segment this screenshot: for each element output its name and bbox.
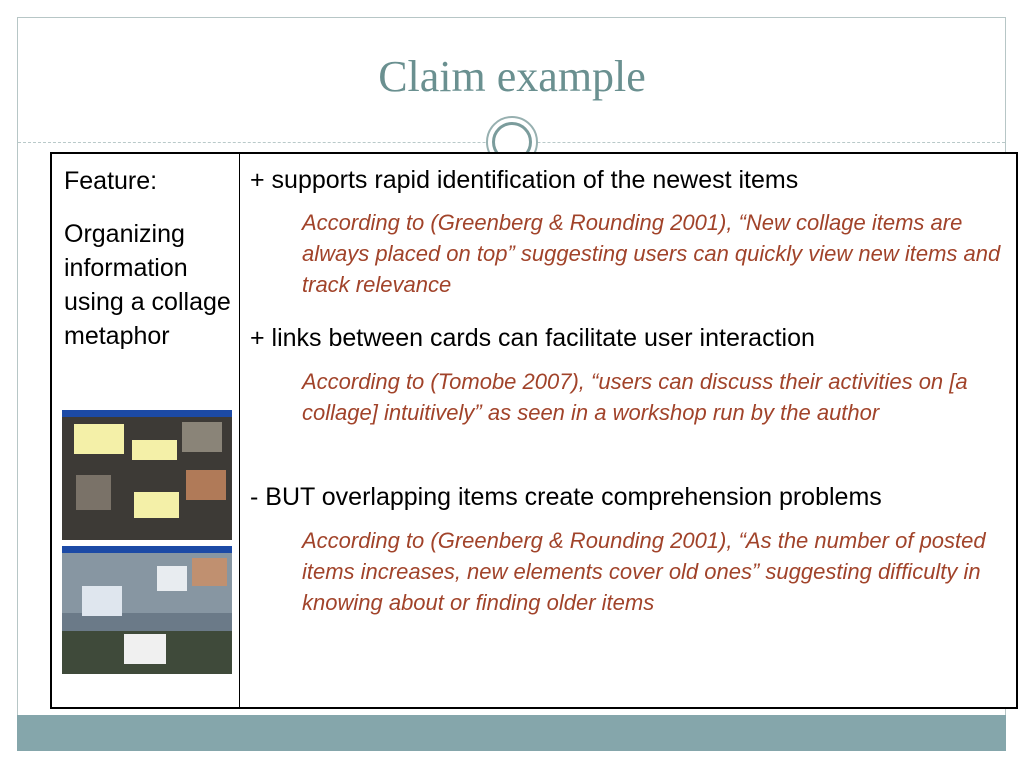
claim-table: Feature: Organizing information using a …	[50, 152, 1018, 709]
note-window	[82, 586, 122, 616]
photo-card	[76, 475, 111, 510]
collage-screenshot-image	[62, 410, 232, 540]
window-titlebar	[62, 546, 232, 553]
note-window	[124, 634, 166, 664]
claim-text: + links between cards can facilitate use…	[250, 324, 815, 352]
photo-card	[192, 558, 227, 586]
sticky-note	[74, 424, 124, 454]
feature-label: Feature:	[64, 167, 158, 195]
footer-bar	[17, 715, 1006, 751]
photo-card	[186, 470, 226, 500]
column-divider	[239, 154, 240, 707]
claim-evidence: According to (Greenberg & Rounding 2001)…	[302, 210, 1001, 297]
feature-description: Organizing information using a collage m…	[64, 220, 231, 350]
window-titlebar	[62, 410, 232, 417]
slide-title: Claim example	[378, 52, 646, 101]
claim-evidence: According to (Tomobe 2007), “users can d…	[302, 369, 968, 425]
claim-evidence: According to (Greenberg & Rounding 2001)…	[302, 528, 986, 615]
collage-screenshot-image	[62, 546, 232, 674]
claim-text: + supports rapid identification of the n…	[250, 166, 799, 194]
photo-card	[182, 422, 222, 452]
sticky-note	[132, 440, 177, 460]
claim-text: - BUT overlapping items create comprehen…	[250, 483, 882, 511]
note-window	[157, 566, 187, 591]
sticky-note	[134, 492, 179, 518]
